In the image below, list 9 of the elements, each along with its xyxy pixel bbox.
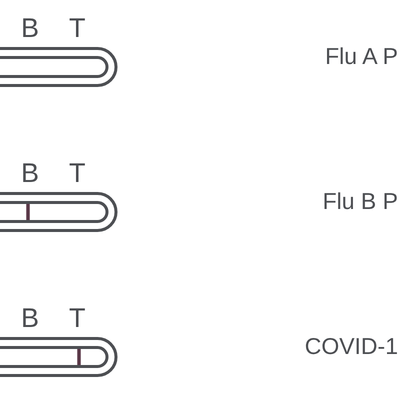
zone-letter: B [21,15,40,42]
zone-letter: T [69,160,86,187]
result-label: Flu B P [322,190,398,213]
zone-letter: T [69,305,86,332]
zone-letter: T [69,15,86,42]
zone-letter: B [21,160,40,187]
zone-letter: B [21,305,40,332]
result-label: COVID-1 [304,335,398,358]
result-label: Flu A P [325,45,398,68]
